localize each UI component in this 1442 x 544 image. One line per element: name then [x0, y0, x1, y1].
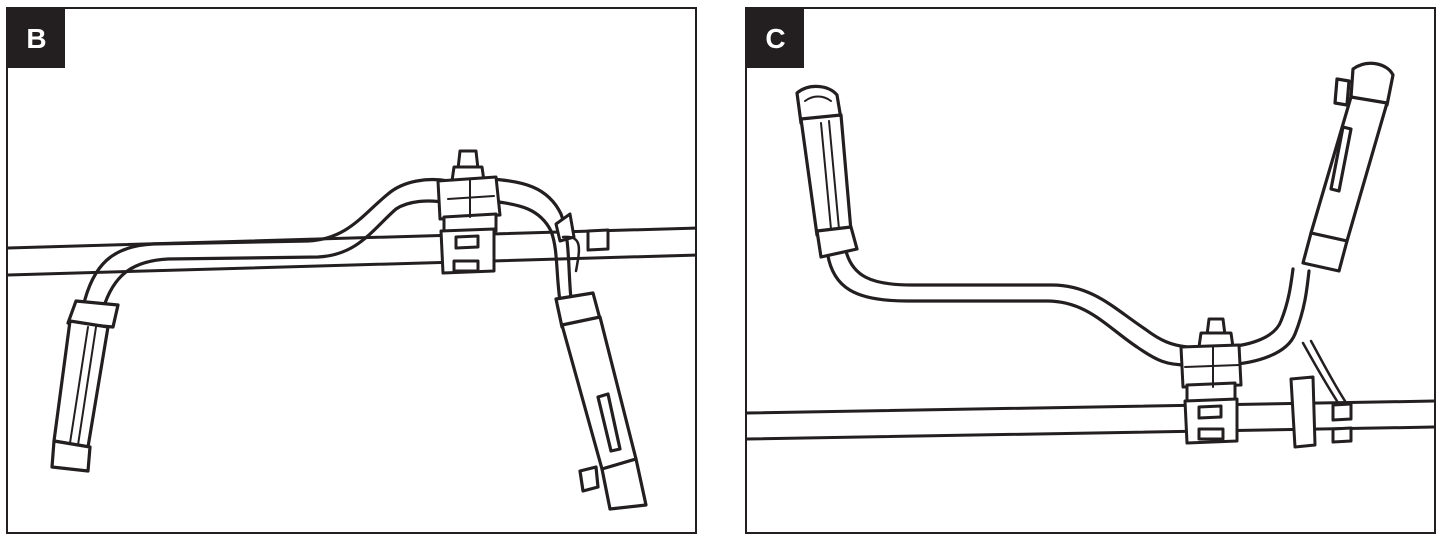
shaft: [8, 226, 695, 277]
clamp-assembly: [1179, 317, 1243, 445]
right-grip: [1301, 61, 1395, 273]
handlebar-tube: [81, 177, 573, 311]
left-grip: [795, 84, 859, 259]
handlebar-illustration-c: [747, 61, 1434, 449]
shaft-bracket: [1289, 375, 1353, 449]
left-grip: [50, 299, 120, 473]
handlebar-tube: [825, 245, 1311, 367]
panel-label-c: C: [747, 9, 804, 68]
figure-panel-b: B: [6, 7, 697, 534]
shaft: [747, 399, 1434, 441]
figure-panel-c: C: [745, 7, 1436, 534]
handlebar-illustration-b: [8, 149, 695, 511]
right-grip: [554, 291, 648, 511]
panel-label-b: B: [8, 9, 65, 68]
shaft-bracket: [554, 212, 610, 252]
